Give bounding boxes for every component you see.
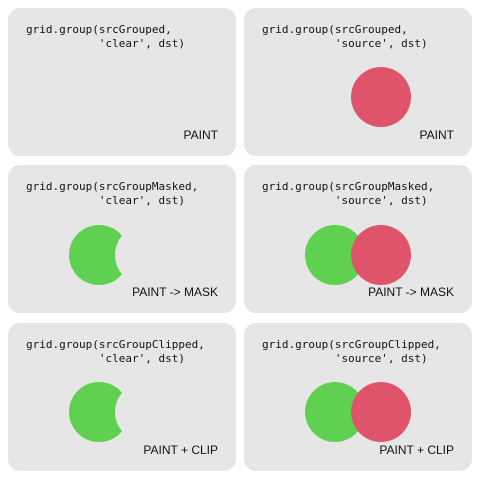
mode-label: PAINT -> MASK [132, 285, 218, 299]
composite-drawing [69, 382, 129, 442]
code-line-2: 'clear', dst) [26, 36, 185, 50]
composite-drawing [351, 67, 411, 127]
panel-masked-source: grid.group(srcGroupMasked, 'source', dst… [244, 165, 472, 313]
panel-grouped-source: grid.group(srcGrouped, 'source', dst) PA… [244, 8, 472, 156]
source-circle [351, 225, 411, 285]
code-line-1: grid.group(srcGroupMasked, [262, 180, 435, 193]
destination-circle [69, 225, 129, 285]
code-line-1: grid.group(srcGroupClipped, [26, 338, 205, 351]
code-label: grid.group(srcGroupMasked, 'clear', dst) [26, 180, 198, 207]
code-line-2: 'source', dst) [262, 36, 428, 50]
mode-label: PAINT [183, 128, 218, 142]
code-label: grid.group(srcGrouped, 'clear', dst) [26, 23, 185, 50]
code-label: grid.group(srcGrouped, 'source', dst) [262, 23, 428, 50]
mode-label: PAINT + CLIP [379, 443, 454, 457]
code-line-2: 'source', dst) [262, 193, 428, 207]
source-circle [351, 67, 411, 127]
composite-drawing [305, 225, 411, 285]
mode-label: PAINT + CLIP [143, 443, 218, 457]
code-line-2: 'clear', dst) [26, 351, 185, 365]
panel-clipped-clear: grid.group(srcGroupClipped, 'clear', dst… [8, 323, 236, 471]
composite-drawing [69, 225, 129, 285]
code-label: grid.group(srcGroupClipped, 'source', ds… [262, 338, 441, 365]
code-label: grid.group(srcGroupMasked, 'source', dst… [262, 180, 434, 207]
code-line-1: grid.group(srcGrouped, [26, 23, 172, 36]
destination-circle [305, 382, 365, 442]
mode-label: PAINT -> MASK [368, 285, 454, 299]
destination-circle [305, 225, 365, 285]
source-circle [351, 382, 411, 442]
mode-label: PAINT [419, 128, 454, 142]
panel-clipped-source: grid.group(srcGroupClipped, 'source', ds… [244, 323, 472, 471]
code-label: grid.group(srcGroupClipped, 'clear', dst… [26, 338, 205, 365]
code-line-2: 'source', dst) [262, 351, 428, 365]
code-line-1: grid.group(srcGroupMasked, [26, 180, 199, 193]
code-line-1: grid.group(srcGrouped, [262, 23, 408, 36]
code-line-1: grid.group(srcGroupClipped, [262, 338, 441, 351]
panel-masked-clear: grid.group(srcGroupMasked, 'clear', dst)… [8, 165, 236, 313]
code-line-2: 'clear', dst) [26, 193, 185, 207]
composite-drawing [305, 382, 411, 442]
destination-circle [69, 382, 129, 442]
panel-grouped-clear: grid.group(srcGrouped, 'clear', dst) PAI… [8, 8, 236, 156]
